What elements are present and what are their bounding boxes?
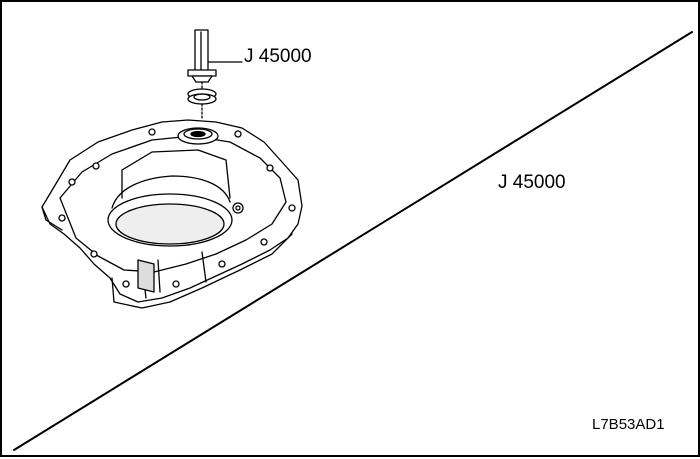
tool-label-top: J 45000 bbox=[244, 46, 312, 67]
tool-label-bottom: J 45000 bbox=[498, 172, 566, 193]
figure-code: L7B53AD1 bbox=[592, 416, 665, 433]
diagonal-divider bbox=[13, 31, 693, 451]
top-transaxle-case bbox=[41, 29, 303, 309]
installer-tool-shaft bbox=[187, 29, 243, 90]
seal-ring bbox=[187, 88, 217, 121]
